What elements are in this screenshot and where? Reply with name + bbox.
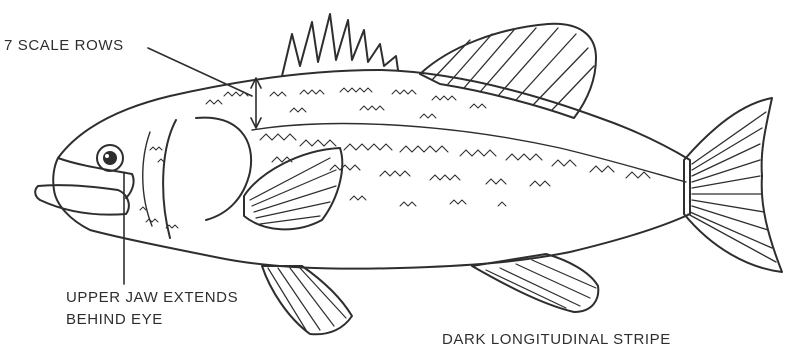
gill-cover <box>163 120 176 238</box>
scale-rows-arrow <box>251 78 261 128</box>
upper-jaw-label-line1: UPPER JAW EXTENDS <box>66 288 238 308</box>
pectoral-fin-rays <box>250 158 336 224</box>
soft-dorsal-fin-rays <box>432 28 594 110</box>
dark-longitudinal-stripe <box>260 134 650 186</box>
lower-jaw <box>35 185 129 214</box>
cheek-line <box>143 132 152 226</box>
anal-fin <box>472 254 598 312</box>
preopercle <box>196 118 251 220</box>
fish-eye-highlight <box>105 154 109 158</box>
upper-jaw-label-line2: BEHIND EYE <box>66 310 163 330</box>
tail-fin-rays <box>688 112 776 262</box>
scale-rows-label: 7 SCALE ROWS <box>4 36 124 56</box>
spiny-dorsal-fin <box>282 14 398 76</box>
pelvic-fin-rays <box>268 268 346 330</box>
belly-speckles <box>140 147 506 228</box>
fish-eye-inner <box>104 152 116 164</box>
fish-body-outline <box>53 70 690 269</box>
dorsal-scale-pattern <box>206 88 486 118</box>
dark-stripe-label: DARK LONGITUDINAL STRIPE <box>442 330 671 350</box>
